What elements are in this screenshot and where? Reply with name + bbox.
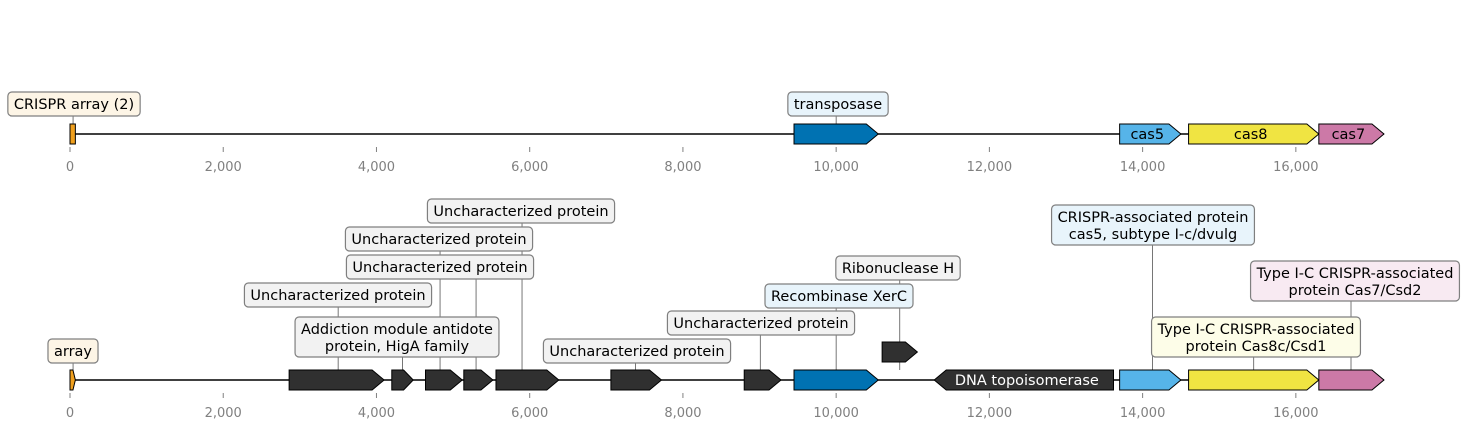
t2-topo-label: DNA topoisomerase	[955, 373, 1099, 389]
t2-ann-array-box: array	[47, 338, 99, 364]
t2-g1-gene[interactable]	[288, 369, 385, 391]
t2-ann-cas7-box-bg	[1249, 260, 1461, 302]
t2-ann-rnaseh-box-bg	[835, 255, 961, 281]
t1-ann-array-box-bg	[7, 91, 141, 117]
t2-ann-g3-box: Uncharacterized protein	[344, 226, 534, 252]
t2-ann-recombinase-text: Recombinase XerC	[771, 289, 907, 305]
t2-ann-array-text: array	[54, 344, 92, 360]
t2-ann-g4-box: Uncharacterized protein	[345, 254, 535, 280]
t2-ann-g2-box-bg	[294, 316, 500, 358]
t2-g5-gene[interactable]	[495, 369, 560, 391]
t1-cas5-label: cas5	[1130, 127, 1164, 143]
t2-cas8-gene[interactable]	[1188, 369, 1320, 391]
t2-ann-g7-box-bg	[666, 310, 856, 336]
t2-g2-gene[interactable]	[391, 369, 414, 391]
t2-g6-gene[interactable]	[610, 369, 663, 391]
t2-ann-cas5-text: cas5, subtype I-c/dvulg	[1069, 227, 1237, 243]
t2-ann-g4-text: Uncharacterized protein	[352, 260, 527, 276]
t2-ann-g7-text: Uncharacterized protein	[673, 316, 848, 332]
t2-cas7-gene[interactable]	[1318, 369, 1385, 391]
track1-tick-label: 2,000	[205, 160, 242, 175]
track1-tick-label: 16,000	[1273, 160, 1319, 175]
t2-ann-g7-box: Uncharacterized protein	[666, 310, 856, 336]
t1-ann-transposase-box-bg	[787, 91, 889, 117]
t2-ann-g3-box-bg	[344, 226, 534, 252]
t1-cas8-gene[interactable]	[1188, 123, 1320, 145]
t2-ann-g1-box: Uncharacterized protein	[243, 282, 433, 308]
t2-ann-g2-text: Addiction module antidote	[301, 322, 493, 338]
track2-tick-label: 4,000	[358, 406, 395, 421]
t2-ann-recombinase-box-bg	[764, 283, 914, 309]
t2-topo-gene[interactable]	[933, 369, 1114, 391]
t1-array-gene[interactable]	[69, 123, 76, 145]
t2-ann-g5-box: Uncharacterized protein	[426, 198, 616, 224]
t1-ann-transposase-text: transposase	[794, 97, 882, 113]
t2-ann-cas7-text: Type I-C CRISPR-associated	[1256, 266, 1454, 282]
t2-g7-gene[interactable]	[743, 369, 782, 391]
t2-ann-g1-text: Uncharacterized protein	[250, 288, 425, 304]
t2-ann-cas5-box-bg	[1050, 204, 1256, 246]
t2-ann-rnaseh-box: Ribonuclease H	[835, 255, 961, 281]
t1-ann-transposase-box: transposase	[787, 91, 889, 117]
t2-ann-cas8-text: Type I-C CRISPR-associated	[1157, 322, 1355, 338]
t1-transposase-gene[interactable]	[793, 123, 880, 145]
t2-ann-g5-box-bg	[426, 198, 616, 224]
t2-ann-cas5-text: CRISPR-associated protein	[1058, 210, 1249, 226]
t1-ann-array-box: CRISPR array (2)	[7, 91, 141, 117]
t2-ann-array-box-bg	[47, 338, 99, 364]
track2-tick-label: 8,000	[664, 406, 701, 421]
track1-tick-label: 10,000	[813, 160, 859, 175]
t2-ann-g1-box-bg	[243, 282, 433, 308]
track1-tick-label: 12,000	[967, 160, 1013, 175]
track1-tick-label: 14,000	[1120, 160, 1166, 175]
track2-tick-label: 2,000	[205, 406, 242, 421]
t2-ann-g6-box-bg	[542, 338, 732, 364]
t2-cas5-gene[interactable]	[1119, 369, 1182, 391]
track2: 0 2,000 4,000 6,000 8,000 10,000 12,000 14,000 1…	[47, 198, 1461, 421]
t1-cas5-gene[interactable]	[1119, 123, 1182, 145]
t2-g3-gene[interactable]	[424, 369, 464, 391]
track2-tick-label: 6,000	[511, 406, 548, 421]
track1-tick-label: 0	[66, 160, 74, 175]
track2-tick-label: 12,000	[967, 406, 1013, 421]
track1-tick-label: 6,000	[511, 160, 548, 175]
track2-tick-label: 0	[66, 406, 74, 421]
t2-ann-g6-text: Uncharacterized protein	[549, 344, 724, 360]
t2-ann-g6-box: Uncharacterized protein	[542, 338, 732, 364]
t2-ann-rnaseh-text: Ribonuclease H	[842, 261, 954, 277]
track1-tick-label: 8,000	[664, 160, 701, 175]
t2-rnaseh-gene[interactable]	[881, 341, 919, 363]
t2-ann-g5-text: Uncharacterized protein	[433, 204, 608, 220]
t1-cas8-label: cas8	[1234, 127, 1268, 143]
t2-ann-g4-box-bg	[345, 254, 535, 280]
t2-ann-cas8-text: protein Cas8c/Csd1	[1186, 339, 1327, 355]
track2-tick-label: 14,000	[1120, 406, 1166, 421]
t1-ann-array-text: CRISPR array (2)	[14, 97, 134, 113]
t2-ann-g2-text: protein, HigA family	[325, 339, 470, 355]
track1: 0 2,000 4,000 6,000 8,000 10,000 12,000 14,000 1…	[7, 91, 1385, 175]
t2-ann-cas7-text: protein Cas7/Csd2	[1289, 283, 1422, 299]
track2-tick-label: 16,000	[1273, 406, 1319, 421]
track2-tick-label: 10,000	[813, 406, 859, 421]
t2-g4-gene[interactable]	[463, 369, 494, 391]
t1-cas7-gene[interactable]	[1318, 123, 1385, 145]
t2-ann-recombinase-box: Recombinase XerC	[764, 283, 914, 309]
t2-array-gene[interactable]	[69, 369, 76, 391]
t1-cas7-label: cas7	[1332, 127, 1366, 143]
track1-tick-label: 4,000	[358, 160, 395, 175]
t2-recombinase-gene[interactable]	[793, 369, 880, 391]
t2-ann-g3-text: Uncharacterized protein	[351, 232, 526, 248]
t2-ann-cas8-box-bg	[1150, 316, 1362, 358]
